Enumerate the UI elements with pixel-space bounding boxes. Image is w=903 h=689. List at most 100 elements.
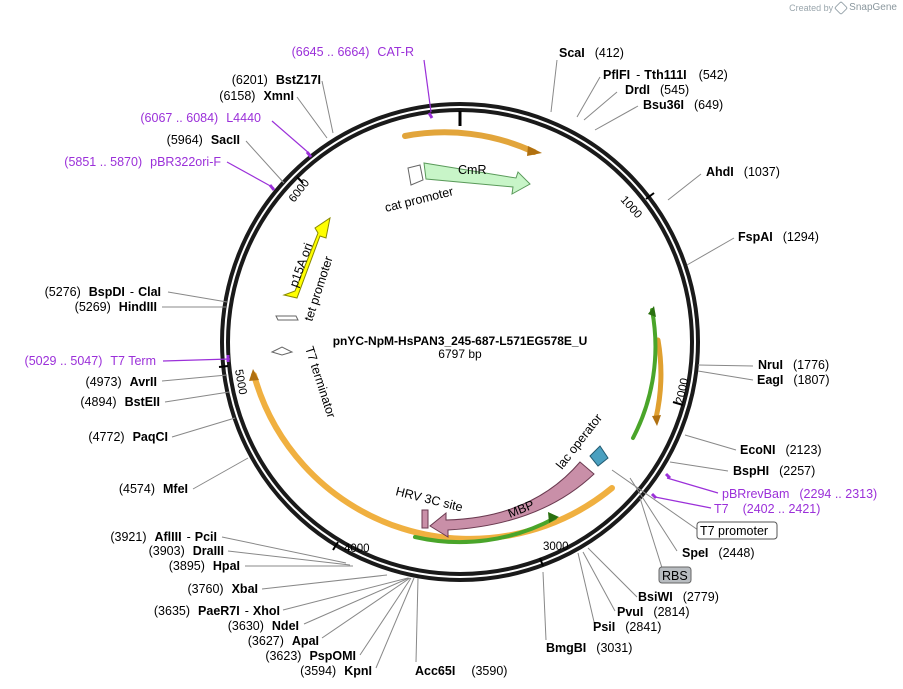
- primer-l4440: (6067 .. 6084)L4440: [140, 111, 261, 125]
- site-econi: EcoNI(2123): [740, 443, 822, 457]
- tick-5000: [218, 365, 229, 368]
- site-bsteii: (4894)BstEII: [80, 395, 160, 409]
- orf-green-arcs: [413, 306, 658, 545]
- leader-bsteii: [164, 391, 230, 403]
- site-bstz17i: (6201)BstZ17I: [232, 73, 321, 87]
- leader-rbs: [639, 497, 664, 572]
- cat-promoter-label: cat promoter: [383, 184, 454, 215]
- site-paqci: (4772)PaqCI: [88, 430, 168, 444]
- credit-brand: SnapGene: [849, 2, 897, 13]
- site-clai: (5276)BspDI-ClaI: [45, 285, 161, 299]
- leader-t7prom: [611, 469, 699, 531]
- leader-bsu36i: [594, 105, 639, 131]
- site-scai: ScaI(412): [559, 46, 624, 60]
- leader-xmni: [296, 96, 328, 139]
- site-xhoi: (3635)PaeR7I-XhoI: [154, 604, 280, 618]
- site-labels-left: (3594)KpnI (3623)PspOMI (3627)ApaI (3630…: [45, 73, 372, 678]
- orf-arc-left-large: [251, 372, 615, 542]
- site-avrii: (4973)AvrII: [86, 375, 157, 389]
- primer-mark-cat-r: [427, 112, 434, 119]
- primer-marks: [226, 112, 672, 500]
- site-drdi: DrdI(545): [625, 83, 689, 97]
- site-bmgbi: BmgBI(3031): [546, 641, 632, 655]
- rbs-label: RBS: [662, 569, 688, 583]
- tick-1000: [645, 192, 655, 200]
- leader-spei: [629, 477, 678, 552]
- leader-scai: [550, 59, 558, 113]
- orf-arcs: [249, 129, 664, 542]
- leader-psii: [577, 552, 596, 627]
- p15a-ori-arrow: [282, 216, 331, 299]
- primer-t7-term: (5029 .. 5047)T7 Term: [25, 354, 156, 368]
- site-spei: SpeI(2448): [682, 546, 755, 560]
- leader-pspomi: [359, 577, 412, 656]
- leader-paqci: [171, 417, 236, 438]
- tick-label-4000: 4000: [344, 543, 370, 555]
- orf-arc-cmr: [402, 129, 537, 155]
- feature-cmr: CmR: [423, 162, 531, 195]
- t7-terminator-label: T7 terminator: [302, 345, 338, 420]
- cat-promoter-arrow: [407, 164, 424, 186]
- site-acc65i: Acc65I(3590): [415, 664, 507, 678]
- leader-primer-cat-r: [423, 59, 432, 113]
- tick-label-5000: 5000: [232, 368, 248, 395]
- primer-labels: (6645 .. 6664)CAT-R (6067 .. 6084)L4440 …: [25, 45, 878, 516]
- primer-t7: T7(2402 .. 2421): [714, 502, 820, 516]
- backbone: [220, 102, 700, 582]
- site-hindiii: (5269)HindIII: [75, 300, 157, 314]
- leader-clai: [167, 291, 228, 303]
- lac-operator-marker: [589, 445, 609, 467]
- orf-arc-cmr-head: [527, 146, 542, 156]
- site-labels-right: ScaI(412) PflFI-Tth111I(542) DrdI(545) B…: [415, 46, 830, 678]
- t7-promoter-frame: [696, 521, 778, 540]
- tick-6000: [296, 176, 304, 184]
- orf-green-bottom-head: [548, 512, 559, 523]
- leader-kpni: [375, 577, 415, 669]
- leader-xbai: [261, 574, 388, 590]
- hrv-3c-label: HRV 3C site: [394, 484, 464, 514]
- leader-afliii: [221, 536, 347, 564]
- leader-primer-t7: [654, 496, 712, 509]
- primer-pbrrevbam: pBRrevBam(2294 .. 2313): [722, 487, 877, 501]
- site-pflfi: PflFI-Tth111I(542): [603, 68, 728, 82]
- leader-ahdi: [667, 173, 702, 201]
- primer-mark-pbr322ori: [268, 184, 276, 191]
- leader-fspai: [686, 237, 735, 266]
- leader-primer-t7term: [162, 358, 231, 362]
- t7-terminator-icon: [270, 346, 294, 356]
- site-draiii: (3903)DraIII: [149, 544, 224, 558]
- orf-arc-right: [653, 337, 664, 421]
- leader-pflfi: [576, 76, 601, 118]
- site-eagi: EagI(1807): [757, 373, 830, 387]
- t7-promoter-box: T7 promoter: [696, 521, 778, 540]
- orf-green-right-head: [648, 306, 656, 317]
- orf-arc-left-large-head: [249, 369, 259, 381]
- site-kpni: (3594)KpnI: [300, 664, 372, 678]
- rbs-box: RBS: [658, 566, 692, 584]
- snapgene-credit: Created by SnapGene: [789, 0, 897, 15]
- leader-primer-pbrrevbam: [666, 477, 719, 494]
- leader-acc65i: [415, 577, 419, 663]
- cmr-arrow: [423, 162, 531, 195]
- orf-arc-right-head: [652, 415, 661, 426]
- site-pvui: PvuI(2814): [617, 605, 690, 619]
- leader-draiii: [227, 550, 351, 566]
- leader-pvui: [582, 551, 616, 612]
- credit-text: Created by: [789, 2, 834, 13]
- site-fspai: FspAI(1294): [738, 230, 819, 244]
- site-ahdi: AhdI(1037): [706, 165, 780, 179]
- tick-labels: 1000 2000 3000 4000 5000 6000: [232, 177, 691, 555]
- primer-mark-l4440: [305, 151, 313, 158]
- primer-pbr322ori-f: (5851 .. 5870)pBR322ori-F: [64, 155, 221, 169]
- leader-econi: [684, 434, 737, 451]
- tick-2000: [672, 401, 684, 406]
- site-bsphi: BspHI(2257): [733, 464, 815, 478]
- site-hpai: (3895)HpaI: [169, 559, 240, 573]
- site-apai: (3627)ApaI: [248, 634, 319, 648]
- leader-bmgbi: [542, 571, 547, 641]
- cmr-label: CmR: [458, 163, 486, 177]
- leader-bstz17i: [321, 80, 334, 134]
- mbp-arrow: [429, 461, 595, 538]
- leader-sacii: [245, 140, 285, 184]
- leader-primer-l4440: [271, 120, 311, 155]
